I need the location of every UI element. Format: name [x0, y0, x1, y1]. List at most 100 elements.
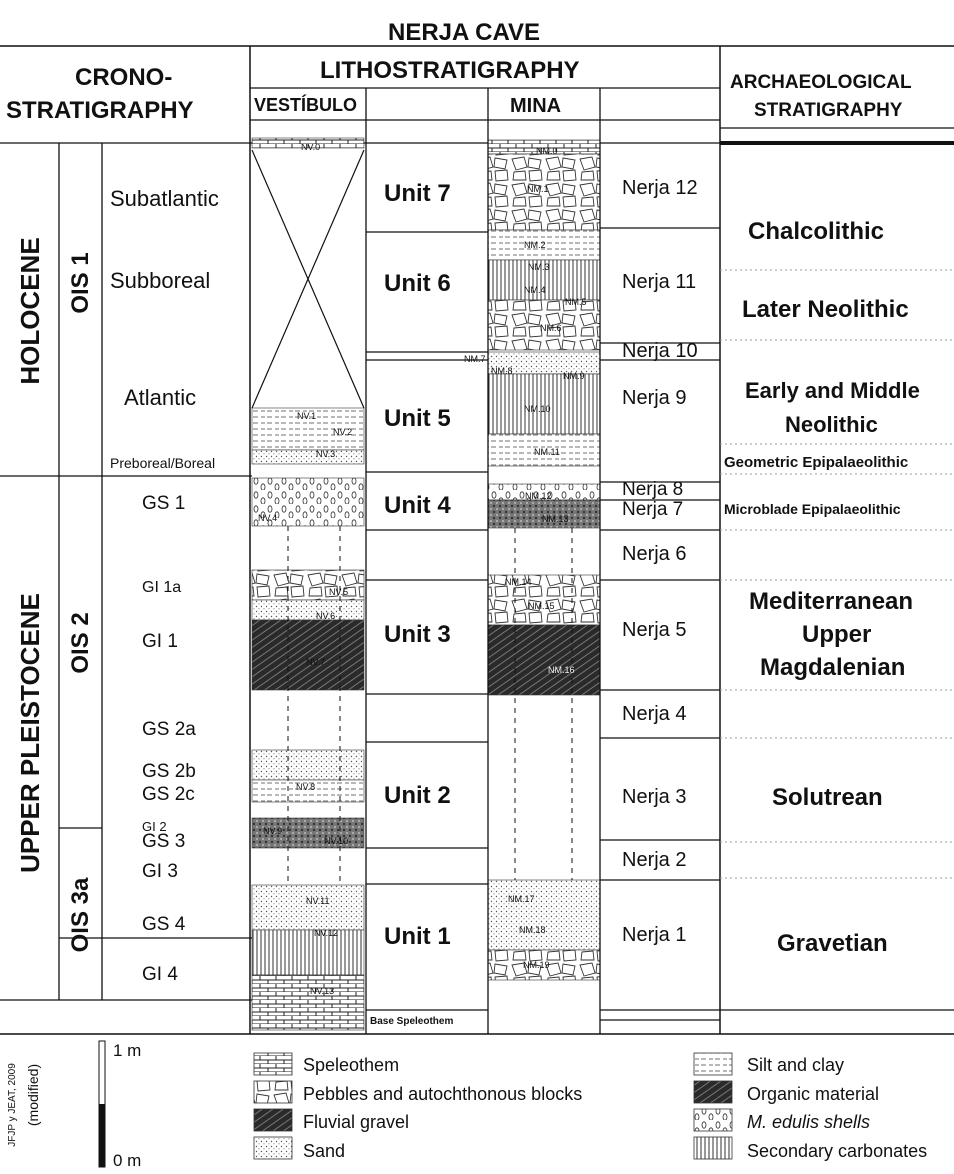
- table-grid-lines: [0, 45, 954, 1168]
- layer-nm12: NM.12: [525, 491, 552, 501]
- legend-swatch-left-3: [253, 1136, 293, 1160]
- nerja-1: Nerja 1: [622, 924, 687, 946]
- archaeo-later-neolithic: Later Neolithic: [742, 296, 909, 323]
- archaeo-magdalenian: Magdalenian: [760, 654, 906, 681]
- nv-silt-lower-holocene: [251, 407, 365, 451]
- period-gs2a: GS 2a: [142, 719, 196, 740]
- nerja-10: Nerja 10: [622, 340, 698, 362]
- period-gs2c: GS 2c: [142, 784, 195, 805]
- nm-silt-lower: [487, 433, 601, 467]
- chrono-header-line2: STRATIGRAPHY: [6, 97, 194, 124]
- nm-sand-lower: [487, 879, 601, 951]
- period-subboreal: Subboreal: [110, 268, 211, 293]
- archaeo-neolithic: Neolithic: [785, 412, 878, 437]
- layer-nm2: NM.2: [524, 240, 546, 250]
- nerja-7: Nerja 7: [622, 499, 684, 520]
- layer-nv7: NV.7: [306, 657, 326, 667]
- nm-pebbles: [487, 299, 601, 351]
- period-gs4: GS 4: [142, 914, 186, 935]
- nv-organic: [251, 619, 365, 691]
- unit-4: Unit 4: [384, 492, 451, 519]
- nv-sand-boreal: [251, 449, 365, 465]
- layer-nm14: NM.14: [505, 577, 532, 587]
- archaeo-gravetian: Gravetian: [777, 930, 888, 957]
- archaeo-microblade-epipalaeolithic: Microblade Epipalaeolithic: [724, 501, 901, 517]
- legend-fluvial-gravel: Fluvial gravel: [303, 1112, 410, 1132]
- archaeo-mediterranean: Mediterranean: [749, 588, 914, 615]
- legend-swatch-right-0: [693, 1052, 733, 1076]
- layer-nv5: NV.5: [329, 587, 349, 597]
- nv-sand-gs2b: [251, 749, 365, 781]
- unit-1: Unit 1: [384, 923, 451, 950]
- legend-silt-clay: Silt and clay: [747, 1055, 845, 1075]
- chrono-header-line1: CRONO-: [75, 64, 173, 91]
- legend-carbonates: Secondary carbonates: [747, 1141, 928, 1161]
- layer-nm0: NM.0: [536, 146, 558, 156]
- legend-swatch-right-1: [693, 1080, 733, 1104]
- nerja-4: Nerja 4: [622, 703, 687, 725]
- epoch-upper-pleistocene: UPPER PLEISTOCENE: [15, 593, 45, 873]
- nv-silt-gs2c: [251, 779, 365, 803]
- nm-organic: [487, 624, 601, 696]
- layer-nv6: NV.6: [316, 611, 336, 621]
- nv-cross-line-b: [251, 149, 365, 409]
- nv-sand-gs4: [251, 884, 365, 931]
- arch-header-line2: STRATIGRAPHY: [754, 100, 903, 121]
- nerja-8: Nerja 8: [622, 479, 684, 500]
- mina-header: MINA: [510, 95, 562, 117]
- nerja-3: Nerja 3: [622, 786, 687, 808]
- archaeo-chalcolithic: Chalcolithic: [748, 218, 885, 245]
- archaeo-solutrean: Solutrean: [772, 784, 883, 811]
- period-gi1a: GI 1a: [142, 579, 182, 596]
- layer-nm3: NM.3: [528, 262, 550, 272]
- layer-nv11: NV.11: [306, 896, 330, 906]
- layer-nm18: NM.18: [519, 925, 546, 935]
- layer-nm11: NM.11: [534, 447, 560, 457]
- layer-nm1: NM.1: [527, 184, 549, 194]
- layer-nv3: NV.3: [316, 449, 336, 459]
- unit-6: Unit 6: [384, 270, 451, 297]
- period-subatlantic: Subatlantic: [110, 186, 219, 211]
- unit-7: Unit 7: [384, 180, 451, 207]
- nm-gravel: [487, 499, 601, 529]
- legend-swatch-left-1: [253, 1080, 293, 1104]
- archaeo-geometric-epipalaeolithic: Geometric Epipalaeolithic: [724, 454, 909, 471]
- nerja-2: Nerja 2: [622, 849, 687, 871]
- legend-pebbles: Pebbles and autochthonous blocks: [303, 1084, 583, 1104]
- layer-nm16: NM.16: [548, 665, 575, 675]
- period-atlantic: Atlantic: [124, 385, 197, 410]
- period-gi2: GI 2: [142, 819, 167, 834]
- credit-line2: (modified): [25, 1063, 41, 1127]
- scale-top-label: 1 m: [113, 1041, 142, 1060]
- period-gs1: GS 1: [142, 493, 186, 514]
- ois-3a: OIS 3a: [67, 877, 94, 953]
- layer-nm9: NM.9: [563, 371, 585, 381]
- nv-carbonates: [251, 929, 365, 976]
- nerja-12: Nerja 12: [622, 177, 698, 199]
- layer-nm5: NM.5: [565, 297, 587, 307]
- layer-nm13: NM.13: [542, 514, 569, 524]
- nerja-11: Nerja 11: [622, 271, 697, 293]
- scale-bottom-label: 0 m: [113, 1151, 142, 1170]
- period-preboreal-boreal: Preboreal/Boreal: [110, 455, 216, 471]
- layer-nv8: NV.8: [296, 782, 316, 792]
- legend-sand: Sand: [303, 1141, 346, 1161]
- ois-2: OIS 2: [67, 612, 94, 674]
- period-gi1: GI 1: [142, 631, 178, 652]
- unit-5: Unit 5: [384, 405, 451, 432]
- nm-blocks-lower: [487, 574, 601, 626]
- legend-shells: M. edulis shells: [747, 1112, 871, 1132]
- legend-swatch-left-0: [253, 1052, 293, 1076]
- ois-1: OIS 1: [67, 252, 94, 314]
- nerja-9: Nerja 9: [622, 387, 687, 409]
- scale-bar-fill: [99, 1104, 105, 1167]
- nm-carbonates-upper: [487, 259, 601, 301]
- epoch-holocene: HOLOCENE: [15, 237, 45, 385]
- legend-swatch-right-3: [693, 1136, 733, 1160]
- layer-nm17: NM.17: [508, 894, 535, 904]
- nv-sand-gi1: [251, 599, 365, 621]
- layer-nv12: NV.12: [314, 928, 339, 938]
- nm-pebbles-lower: [487, 949, 601, 981]
